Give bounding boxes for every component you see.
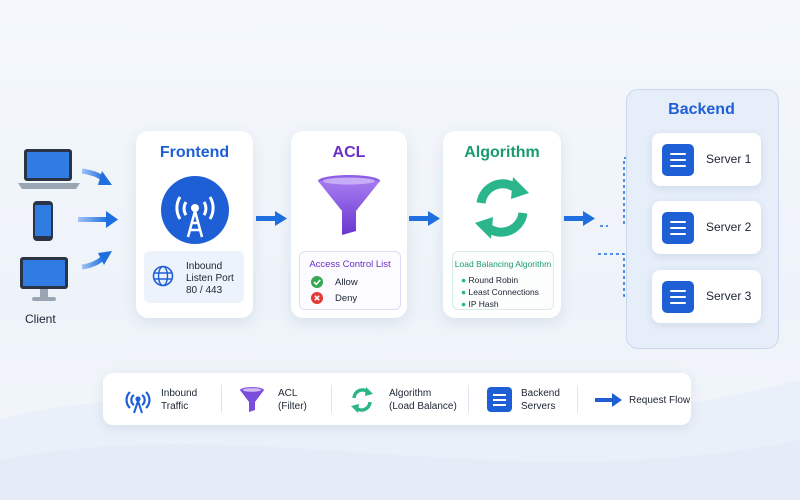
algorithm-title: Algorithm — [464, 144, 540, 161]
cycle-arrows-icon — [475, 177, 529, 239]
frontend-info-box: Inbound Listen Port 80 / 443 — [144, 251, 244, 303]
flow-arrow-1 — [256, 211, 287, 226]
antenna-icon — [161, 176, 229, 244]
frontend-info-line-2: Listen Port — [186, 273, 234, 284]
acl-deny-label: Deny — [335, 293, 358, 304]
legend-acl: ACL(Filter) — [278, 388, 307, 412]
algorithm-item-round-robin: ● Round Robin — [461, 275, 519, 285]
legend-separator — [221, 385, 222, 413]
server-icon — [662, 212, 694, 244]
phone-icon — [33, 201, 53, 241]
allow-check-icon — [311, 276, 323, 288]
acl-allow-label: Allow — [335, 277, 358, 288]
desktop-monitor-icon — [20, 257, 68, 301]
globe-icon — [152, 265, 174, 287]
acl-list-box: Access Control List Allow Deny — [299, 251, 401, 310]
backend-title: Backend — [668, 101, 735, 118]
algorithm-box: Load Balancing Algorithm ● Round Robin ●… — [452, 251, 554, 310]
legend-flow-label: Request Flow — [629, 395, 691, 406]
deny-x-icon — [311, 292, 323, 304]
legend-separator — [577, 385, 578, 413]
funnel-icon — [318, 175, 380, 235]
algorithm-card[interactable]: Algorithm Load Balancing Algorithm ● Rou… — [443, 131, 561, 318]
server-2-label: Server 2 — [706, 220, 752, 234]
legend-server-icon — [487, 387, 512, 412]
algorithm-item-least-connections: ● Least Connections — [461, 287, 539, 297]
flow-arrow-2 — [409, 211, 440, 226]
server-3-card[interactable]: Server 3 — [652, 270, 761, 323]
acl-card[interactable]: ACL Access Control List Allow Deny — [291, 131, 407, 318]
legend-funnel-icon — [240, 387, 264, 412]
frontend-info-line-3: 80 / 443 — [186, 285, 223, 296]
legend-flow-arrow-icon — [595, 393, 622, 407]
frontend-card[interactable]: Frontend Inbound Listen Port 80 / 443 — [136, 131, 253, 318]
frontend-title: Frontend — [159, 144, 230, 161]
laptop-icon — [18, 149, 80, 189]
algorithm-box-title: Load Balancing Algorithm — [454, 259, 552, 269]
server-3-label: Server 3 — [706, 289, 752, 303]
acl-title: ACL — [332, 144, 366, 161]
client-arrows — [78, 168, 118, 270]
frontend-info-line-1: Inbound — [186, 261, 223, 272]
server-2-card[interactable]: Server 2 — [652, 201, 761, 254]
legend-separator — [468, 385, 469, 413]
client-label: Client — [25, 312, 56, 326]
legend-algorithm: Algorithm(Load Balance) — [389, 388, 457, 412]
server-1-label: Server 1 — [706, 152, 752, 166]
server-1-card[interactable]: Server 1 — [652, 133, 761, 186]
flow-arrow-3 — [564, 211, 595, 226]
acl-list-title: Access Control List — [309, 259, 391, 270]
legend-cycle-icon — [351, 387, 373, 413]
server-icon — [662, 144, 694, 176]
legend-separator — [331, 385, 332, 413]
server-icon — [662, 281, 694, 313]
algorithm-item-ip-hash: ● IP Hash — [461, 299, 499, 309]
legend-antenna-icon — [125, 391, 151, 414]
